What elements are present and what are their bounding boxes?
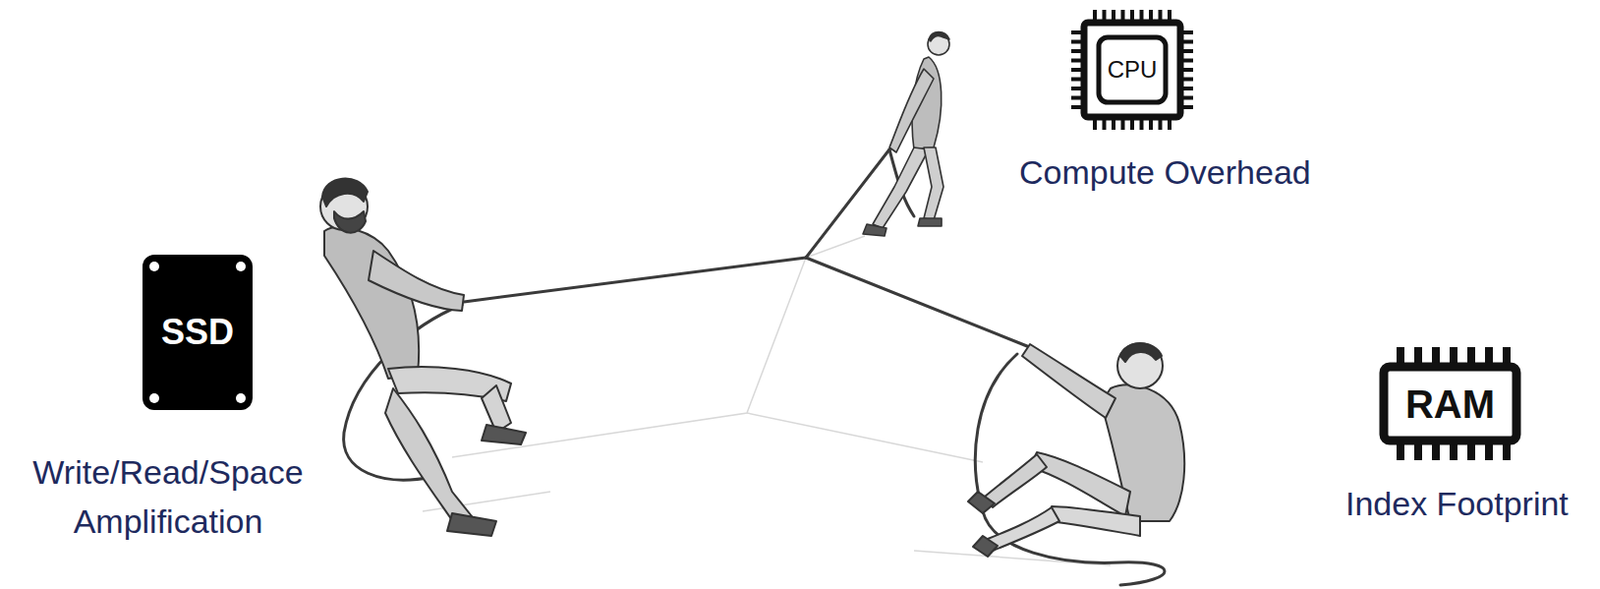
component-node: RAM Index Footprint [1345,346,1569,528]
top-puller [862,32,950,237]
right-puller [968,342,1185,557]
cpu-icon: CPU [1069,7,1196,132]
icon-label: CPU [1107,57,1158,82]
ram-body [1383,366,1517,441]
ssd-screw [235,393,246,403]
component-node: SSD Write/Read/Space Amplification [15,254,321,546]
ssd-screw [235,261,246,272]
icon-label: SSD [161,314,234,350]
ground-shadows [422,235,1111,566]
component-caption: Index Footprint [1345,478,1569,528]
component-caption: Write/Read/Space Amplification [15,447,321,546]
ssd-screw [149,261,160,272]
cpu-body [1084,22,1181,117]
ssd-icon: SSD [142,254,253,410]
component-node: CPU Compute Overhead [1019,7,1312,197]
left-puller [320,178,526,536]
icon-label: RAM [1405,384,1495,424]
ssd-screw [149,393,160,403]
ropes [343,149,1165,585]
cpu-die [1098,37,1166,103]
ram-icon: RAM [1378,346,1522,460]
ssd-body [142,254,253,410]
component-caption: Compute Overhead [1019,147,1312,197]
